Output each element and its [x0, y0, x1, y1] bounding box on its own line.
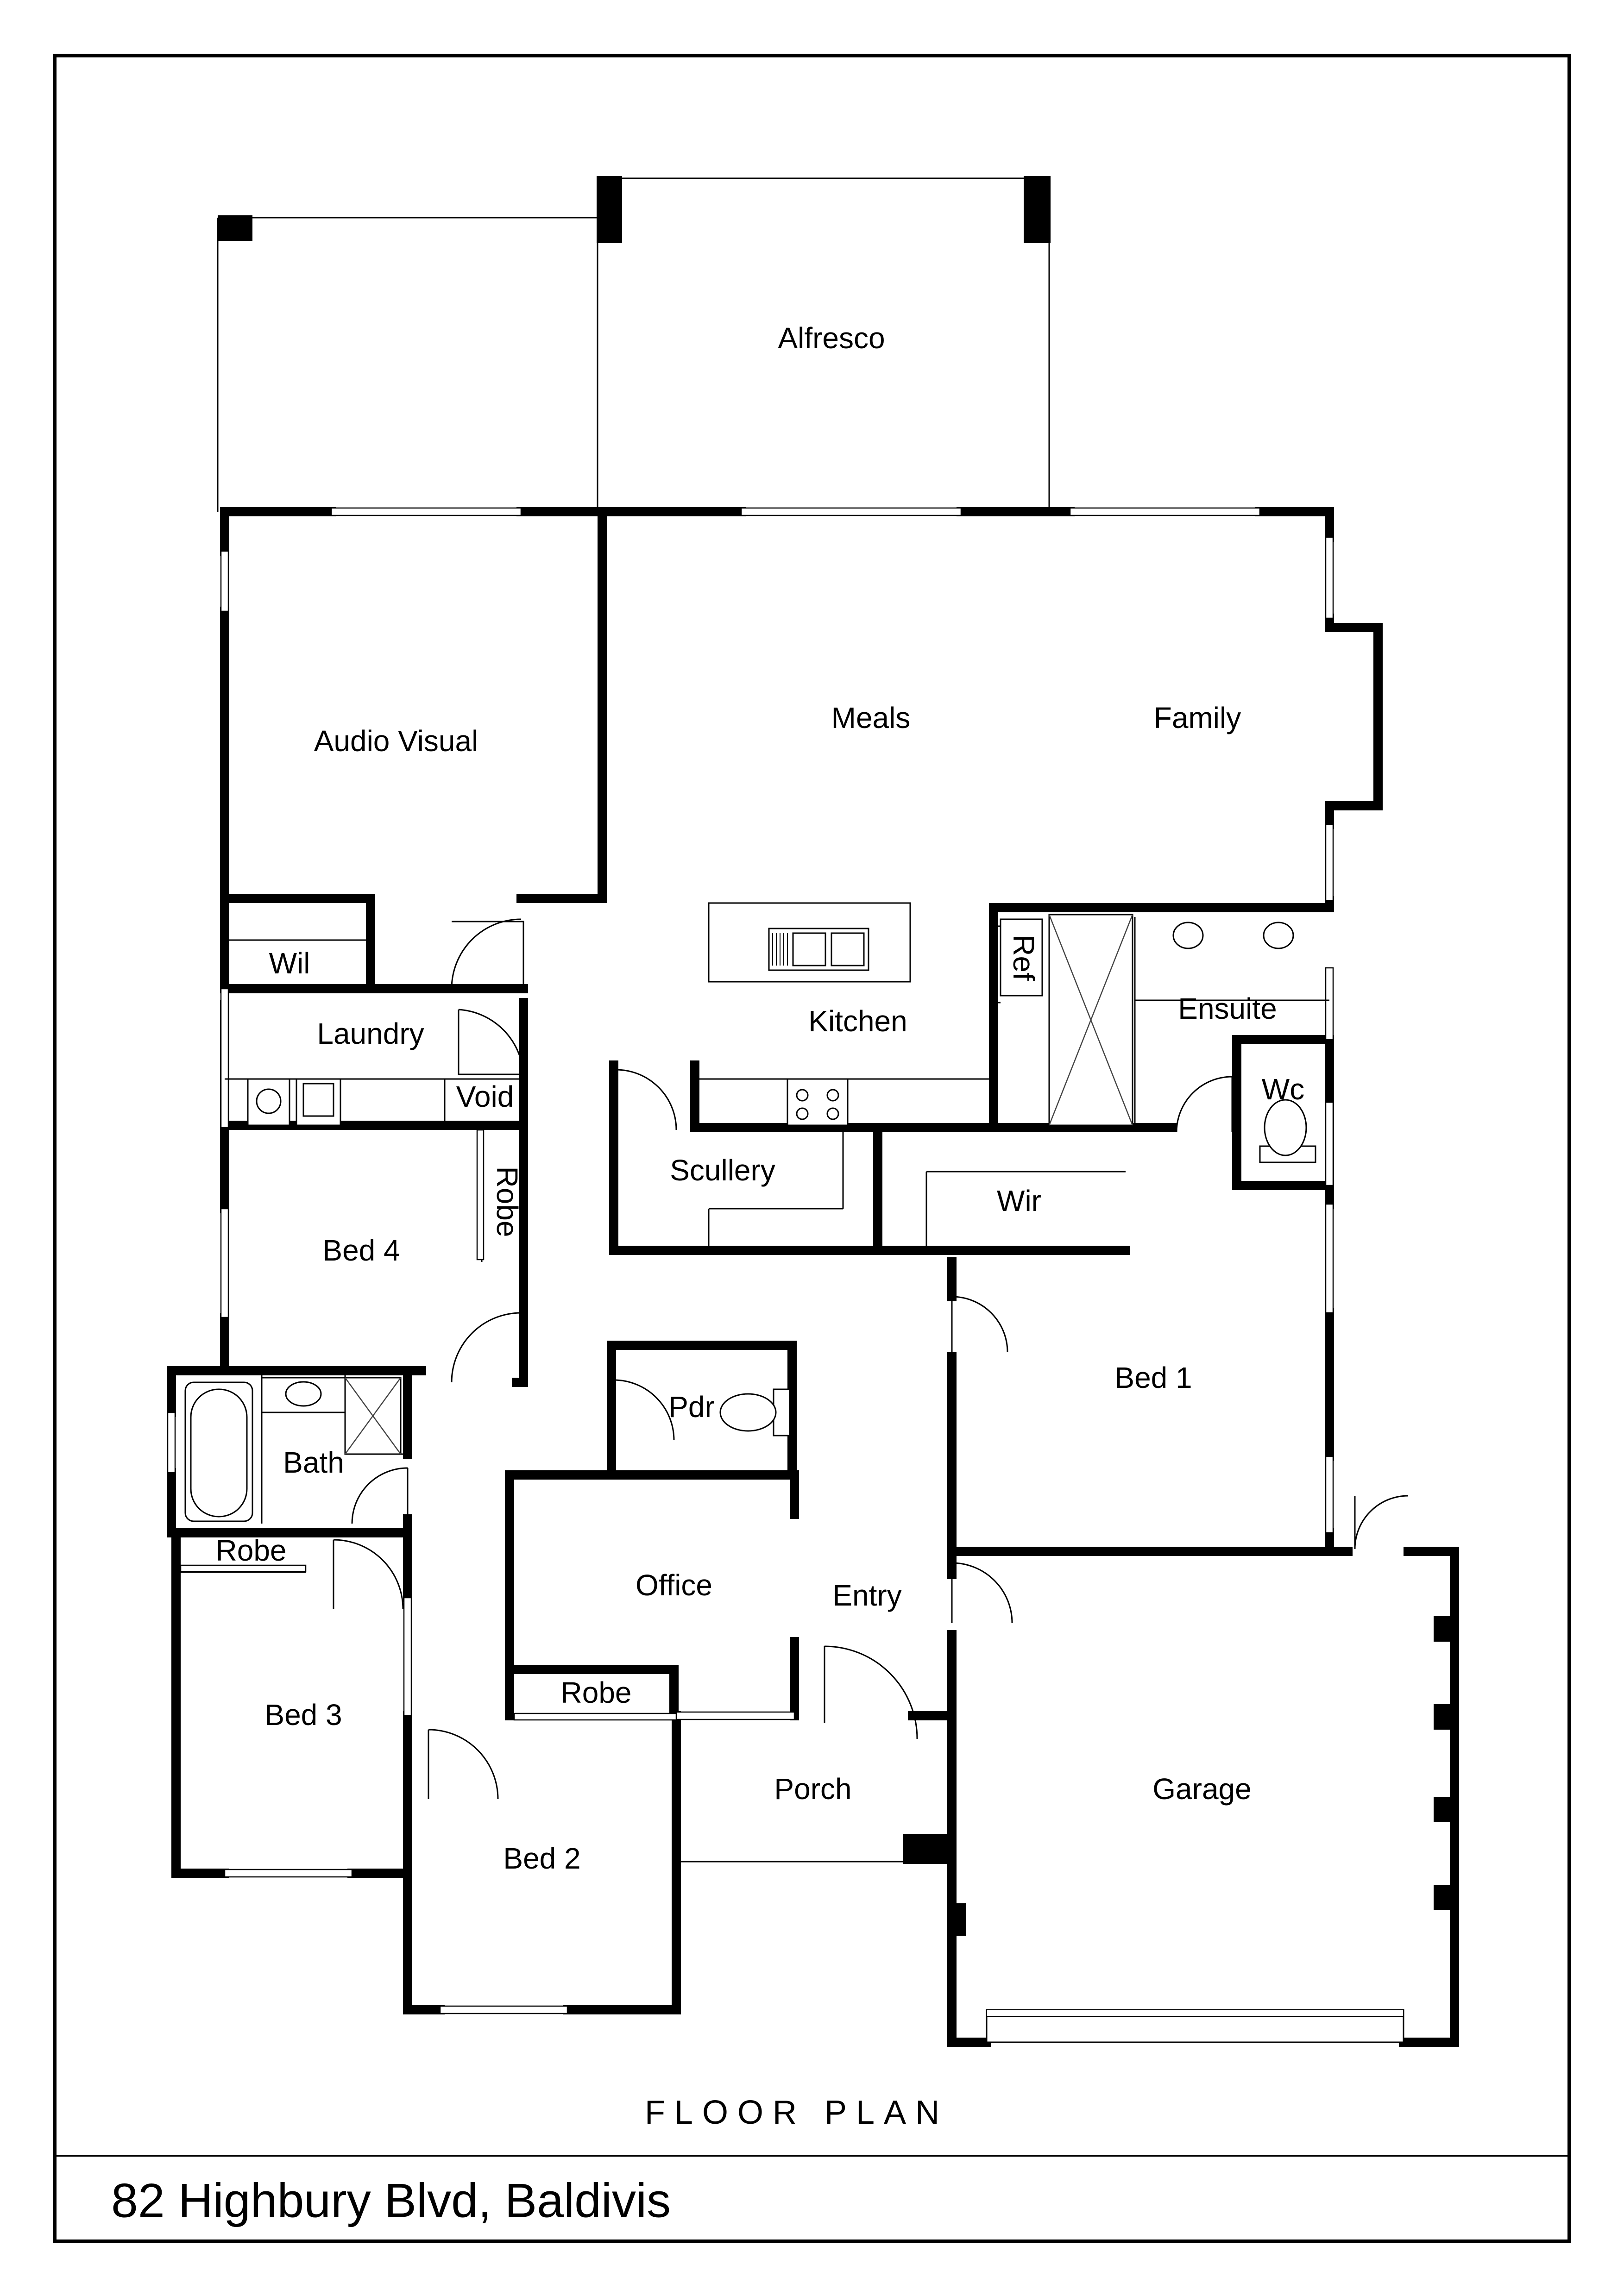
powder-toilet-icon: [719, 1388, 791, 1437]
door-swing: [615, 1069, 677, 1130]
garage-piers: [903, 1616, 1454, 1936]
room-label-bed1: Bed 1: [1114, 1361, 1192, 1394]
sliding-door-window: [330, 507, 522, 516]
room-label-laundry: Laundry: [317, 1017, 424, 1050]
window: [1069, 507, 1261, 516]
window: [1325, 823, 1334, 902]
room-label-audio-visual: Audio Visual: [314, 724, 478, 758]
door-swing: [458, 1009, 524, 1075]
room-label-scullery: Scullery: [670, 1154, 775, 1187]
refrigerator-space: [1000, 918, 1043, 997]
page-frame: [53, 54, 1571, 2243]
toilet-icon: [1259, 1099, 1316, 1163]
bath-basin: [261, 1377, 346, 1413]
room-label-porch: Porch: [774, 1772, 851, 1806]
room-labels: Alfresco Audio Visual Meals Family Wil L…: [216, 321, 1305, 1875]
room-label-ensuite: Ensuite: [1178, 992, 1277, 1025]
cooktop: [787, 1078, 849, 1126]
door-swing: [451, 1312, 522, 1383]
room-label-wc: Wc: [1262, 1073, 1304, 1106]
robe-sliding-door: [513, 1713, 677, 1721]
property-address: 82 Highbury Blvd, Baldivis: [111, 2174, 671, 2227]
door-swing: [1176, 1076, 1233, 1133]
window: [1325, 1455, 1334, 1534]
room-label-robe-bed4: Robe: [491, 1167, 524, 1237]
door-swing: [1354, 1495, 1409, 1549]
entry-door-swing: [824, 1645, 918, 1739]
room-label-office: Office: [636, 1568, 712, 1602]
robe-sliding-door: [180, 1564, 307, 1573]
ensuite-vanity: [1172, 922, 1294, 949]
door-swing: [428, 1729, 499, 1800]
door-swing: [351, 1467, 409, 1524]
room-label-wil: Wil: [269, 947, 310, 980]
window: [1325, 967, 1334, 1041]
alfresco-post: [218, 215, 252, 241]
room-label-bed3: Bed 3: [264, 1698, 342, 1731]
alfresco-post: [597, 176, 622, 243]
door-swing: [951, 1562, 1013, 1624]
door-swing: [613, 1379, 675, 1441]
window: [224, 1869, 353, 1878]
window: [1325, 536, 1334, 619]
room-label-robe-bed2: Robe: [561, 1676, 632, 1709]
window: [220, 1208, 229, 1318]
room-label-meals: Meals: [831, 701, 911, 734]
doors: [333, 918, 1409, 1800]
windows: [167, 507, 1404, 2043]
room-label-alfresco: Alfresco: [778, 321, 885, 355]
room-label-robe-bed3: Robe: [216, 1534, 287, 1567]
room-label-pdr: Pdr: [668, 1390, 715, 1424]
room-label-bed2: Bed 2: [503, 1842, 580, 1875]
window: [1325, 1203, 1334, 1314]
door-swing: [333, 1539, 404, 1610]
room-label-garage: Garage: [1152, 1772, 1251, 1806]
kitchen-sink: [768, 928, 869, 971]
window: [403, 1597, 412, 1717]
bathtub-icon: [184, 1381, 253, 1522]
garage-door-rail: [986, 2009, 1404, 2017]
window: [439, 2005, 568, 2014]
door-swing: [951, 1296, 1008, 1353]
alfresco-structure: [217, 176, 1051, 512]
window: [220, 550, 229, 612]
ensuite-shower: [1048, 914, 1133, 1126]
room-label-family: Family: [1154, 701, 1241, 734]
room-label-kitchen: Kitchen: [808, 1004, 907, 1038]
room-label-bed4: Bed 4: [322, 1234, 400, 1267]
window: [1325, 1101, 1334, 1186]
sliding-door-window: [740, 507, 962, 516]
alfresco-post: [1024, 176, 1051, 243]
room-label-ref: Ref: [1007, 935, 1040, 981]
plan-title: FLOOR PLAN: [645, 2094, 949, 2131]
robe-sliding-door: [476, 1129, 485, 1261]
window: [167, 1411, 176, 1474]
bath-shower: [344, 1377, 402, 1455]
room-label-bath: Bath: [283, 1446, 344, 1479]
window: [675, 1711, 795, 1720]
room-label-entry: Entry: [832, 1579, 901, 1612]
laundry-appliances: [247, 1078, 341, 1126]
room-label-void: Void: [456, 1080, 514, 1113]
door-swing: [451, 918, 524, 989]
room-label-wir: Wir: [997, 1184, 1041, 1217]
window: [220, 988, 229, 1129]
